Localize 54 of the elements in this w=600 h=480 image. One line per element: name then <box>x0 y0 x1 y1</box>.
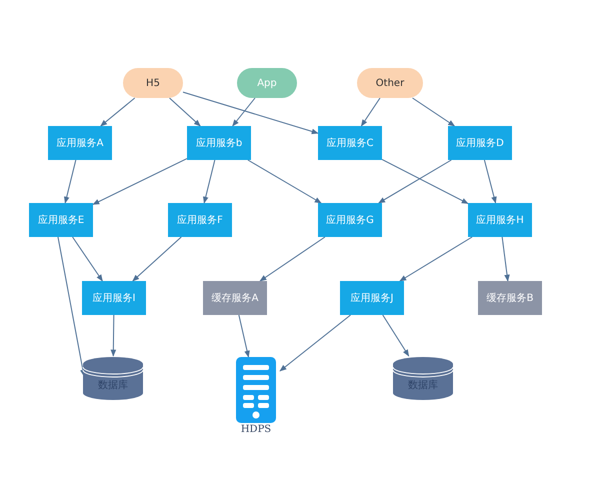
arrow <box>64 160 76 204</box>
node-label: 应用服务I <box>92 292 136 305</box>
arrow <box>382 314 410 357</box>
cache-box <box>203 281 267 315</box>
node-label: H5 <box>146 78 160 88</box>
client-pill <box>237 68 297 98</box>
service-box <box>48 126 112 160</box>
arrow <box>232 98 256 127</box>
arrow <box>58 236 86 377</box>
service-box <box>318 126 382 160</box>
arrow <box>238 314 250 358</box>
service-box <box>448 126 512 160</box>
service-box <box>168 203 232 237</box>
node-label: 应用服务J <box>350 292 394 305</box>
arrow <box>360 98 380 127</box>
arrow <box>202 160 216 204</box>
cache-box <box>478 281 542 315</box>
node-label: 应用服务C <box>326 136 374 150</box>
arrow <box>110 314 116 357</box>
arrow <box>100 98 136 126</box>
arrow <box>484 160 497 204</box>
service-box <box>468 203 532 237</box>
arrow <box>279 314 352 372</box>
arrow <box>502 236 510 282</box>
client-pill <box>357 68 423 98</box>
arrow <box>378 160 452 204</box>
arrow <box>132 236 182 282</box>
arrow <box>247 160 322 204</box>
client-pill <box>123 68 183 98</box>
arrow <box>169 98 201 126</box>
arrow <box>182 92 319 134</box>
arrow <box>92 158 188 205</box>
node-label: 应用服务D <box>456 136 504 150</box>
node-label: 缓存服务A <box>212 292 258 305</box>
service-box <box>318 203 382 237</box>
service-box <box>187 126 251 160</box>
node-label: 应用服务b <box>196 136 242 150</box>
node-label: 应用服务E <box>38 214 84 227</box>
node-label: App <box>257 78 277 88</box>
arrow <box>399 236 473 282</box>
node-label: 应用服务F <box>177 214 223 227</box>
service-box <box>29 203 93 237</box>
arrow <box>382 158 469 204</box>
arrow <box>412 98 456 126</box>
arrow <box>259 236 326 282</box>
node-label: 应用服务G <box>326 214 374 227</box>
service-box <box>340 281 404 315</box>
node-label: 应用服务A <box>56 136 104 150</box>
service-box <box>82 281 146 315</box>
node-label: 应用服务H <box>476 214 524 227</box>
arrow <box>72 236 103 282</box>
node-label: 缓存服务B <box>486 292 534 305</box>
node-label: HDPS <box>240 424 272 435</box>
node-label: Other <box>376 78 404 88</box>
